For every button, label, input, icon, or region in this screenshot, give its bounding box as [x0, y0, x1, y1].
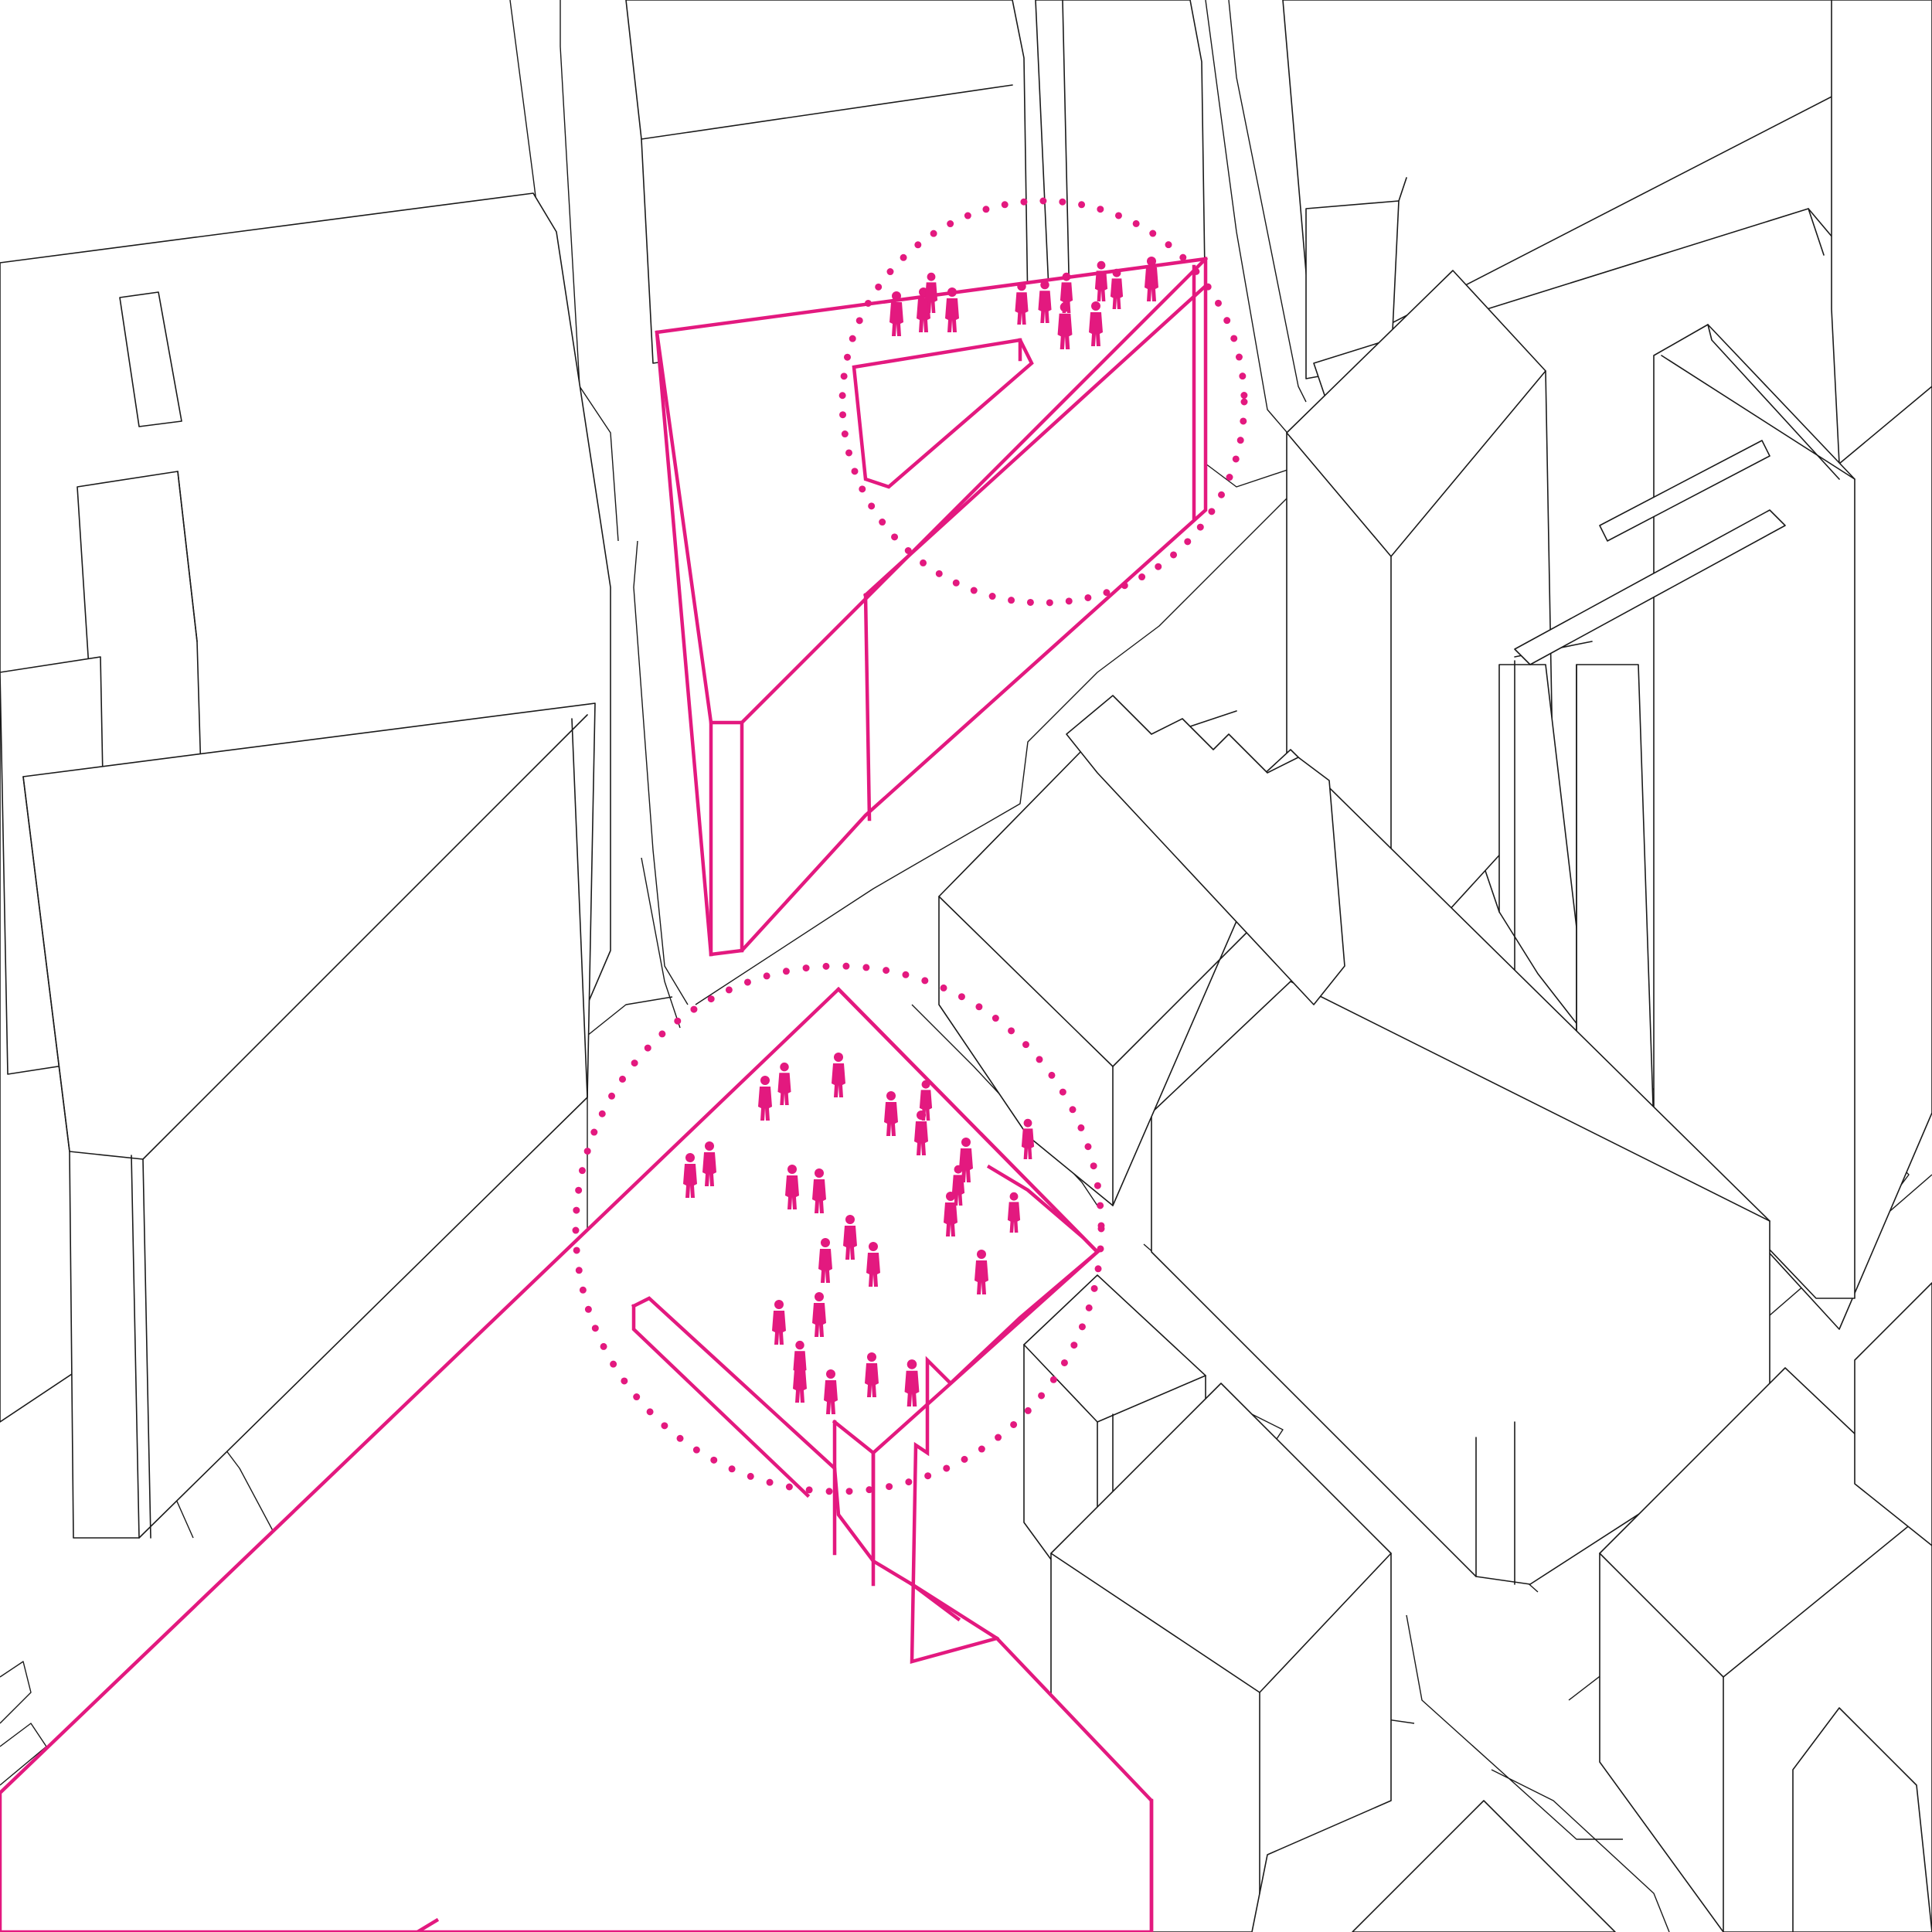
kerb-line	[641, 858, 680, 1028]
context-building	[1832, 0, 1932, 464]
kerb-line	[0, 1662, 31, 1723]
context-building	[1352, 1801, 1615, 1932]
kerb-line	[1406, 1615, 1623, 1839]
highlighted-podium-edge	[912, 1584, 958, 1619]
